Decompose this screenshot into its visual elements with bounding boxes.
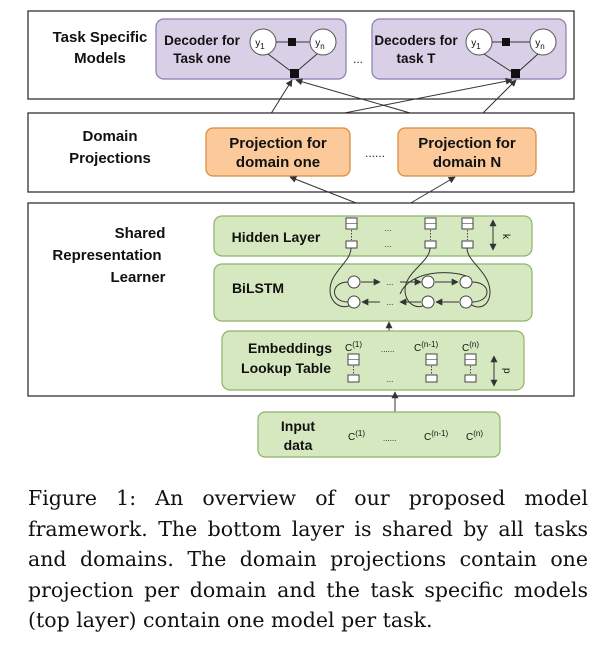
decoder-label-2: task T	[396, 51, 436, 66]
domain-section-label-2: Projections	[69, 150, 151, 167]
embeddings-label-1: Embeddings	[248, 340, 332, 356]
lstm-cell-backward	[421, 295, 435, 309]
input-label-2: data	[284, 437, 313, 453]
embeddings-box	[221, 330, 525, 391]
crf-factor	[502, 38, 510, 46]
projection-label-1: Projection for	[229, 135, 327, 152]
input-cn: C(n)	[466, 429, 483, 443]
crf-factor	[288, 38, 296, 46]
task-section-label-2: Models	[74, 50, 126, 67]
bilstm-ellipsis: ...	[387, 298, 394, 307]
projection-label-2: domain one	[236, 154, 320, 171]
lstm-cell-forward	[421, 275, 435, 289]
embedding-c1: C(1)	[345, 340, 362, 354]
embedding-dots: ......	[381, 345, 394, 354]
decoder-factor	[290, 69, 299, 78]
embedding-vector	[347, 353, 360, 383]
hidden-vector	[461, 217, 474, 249]
embedding-vector	[464, 353, 477, 383]
embedding-vector	[425, 353, 438, 383]
decoder-label-1: Decoder for	[164, 33, 241, 48]
input-data: Input data C(1) ...... C(n-1) C(n)	[257, 411, 501, 458]
lstm-cell-backward	[347, 295, 361, 309]
output-node-yn	[309, 28, 337, 56]
bilstm-layer: BiLSTM ... ...	[213, 247, 533, 322]
embeddings-layer: Embeddings Lookup Table C(1) ...... C(n-…	[221, 330, 525, 391]
decoder-box	[155, 18, 347, 80]
bilstm-box	[213, 263, 533, 322]
embedding-cn: C(n)	[462, 340, 479, 354]
projection-label-1: Projection for	[418, 135, 516, 152]
lstm-cell-backward	[459, 295, 473, 309]
decoder-task-t: Decoders for task T y1 yn	[371, 18, 567, 80]
input-dots: ......	[383, 434, 396, 443]
shared-section-label-1: Shared	[115, 225, 166, 242]
y1-label: y1	[255, 38, 265, 51]
embeddings-label-2: Lookup Table	[241, 360, 331, 376]
input-cn1: C(n-1)	[424, 429, 448, 443]
task-section-label-1: Task Specific	[53, 29, 148, 46]
input-label-1: Input	[281, 418, 316, 434]
hidden-layer: Hidden Layer ... ... k	[213, 215, 533, 257]
projection-label-2: domain N	[433, 154, 501, 171]
decoder-ellipsis: ...	[353, 52, 363, 66]
projection-ellipsis: ......	[365, 146, 385, 160]
decoder-label-2: Task one	[173, 51, 231, 66]
bilstm-label: BiLSTM	[232, 280, 284, 296]
domain-section-label-1: Domain	[82, 128, 137, 145]
projection-domain-one	[205, 127, 351, 177]
figure-caption: Figure 1: An overview of our proposed mo…	[28, 486, 588, 632]
hidden-layer-box	[213, 215, 533, 257]
output-node-yn	[529, 28, 557, 56]
input-box	[257, 411, 501, 458]
architecture-diagram: Task Specific Models Decoder for Task on…	[27, 10, 575, 458]
decoder-task-one: Decoder for Task one y1 yn	[155, 18, 347, 80]
hidden-ellipsis-top: ...	[385, 224, 392, 233]
lstm-cell-forward	[459, 275, 473, 289]
bilstm-ellipsis: ...	[387, 278, 394, 287]
dimension-k-label: k	[500, 234, 511, 240]
projection-domain-n	[397, 127, 537, 177]
lstm-cell-forward	[347, 275, 361, 289]
input-c1: C(1)	[348, 429, 365, 443]
yn-label: yn	[315, 38, 324, 51]
shared-section-label-3: Learner	[110, 269, 165, 286]
hidden-layer-label: Hidden Layer	[232, 229, 321, 245]
y1-label: y1	[471, 38, 481, 51]
dimension-p-label: p	[501, 368, 512, 374]
embedding-cn1: C(n-1)	[414, 340, 438, 354]
embedding-ellipsis: ...	[387, 375, 394, 384]
hidden-ellipsis-bottom: ...	[385, 240, 392, 249]
yn-label: yn	[535, 38, 544, 51]
decoder-factor	[511, 69, 520, 78]
shared-section-label-2: Representation	[52, 247, 161, 264]
decoder-label-1: Decoders for	[374, 33, 458, 48]
